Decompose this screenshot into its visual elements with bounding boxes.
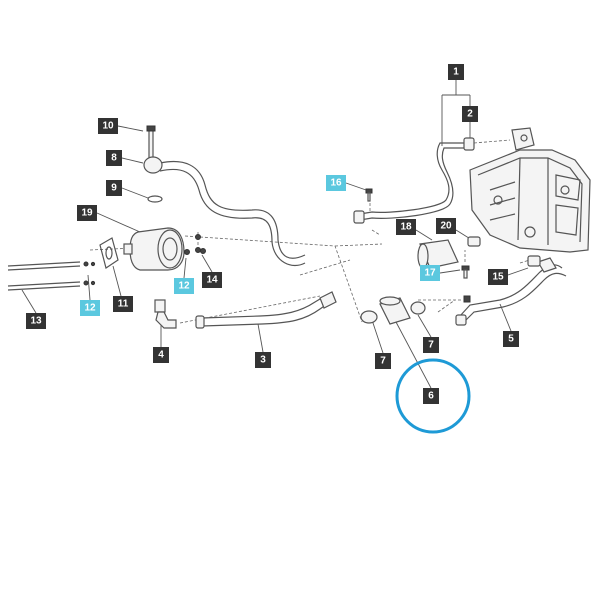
svg-text:12: 12 bbox=[178, 281, 190, 292]
callout-11[interactable]: 11 bbox=[113, 296, 133, 312]
svg-text:3: 3 bbox=[260, 355, 266, 366]
svg-text:15: 15 bbox=[492, 272, 504, 283]
pump-19 bbox=[123, 227, 201, 271]
clamp-7-right bbox=[410, 301, 426, 315]
callout-5[interactable]: 5 bbox=[503, 331, 519, 347]
filter-18 bbox=[417, 239, 459, 269]
svg-text:11: 11 bbox=[118, 299, 129, 310]
svg-text:2: 2 bbox=[467, 109, 473, 120]
svg-text:16: 16 bbox=[330, 178, 342, 189]
elbow-4 bbox=[154, 299, 177, 329]
svg-text:14: 14 bbox=[206, 275, 218, 286]
pipe-8 bbox=[143, 156, 306, 267]
svg-text:12: 12 bbox=[84, 303, 96, 314]
svg-text:17: 17 bbox=[424, 268, 436, 279]
bolt-16 bbox=[365, 188, 373, 202]
callout-1[interactable]: 1 bbox=[448, 64, 464, 80]
gear-housing bbox=[469, 127, 591, 253]
pipe-3 bbox=[195, 291, 337, 329]
callout-20[interactable]: 20 bbox=[436, 218, 456, 234]
hose-6 bbox=[379, 296, 411, 325]
svg-text:7: 7 bbox=[380, 356, 386, 367]
fitting-20 bbox=[467, 236, 481, 247]
washer-12 bbox=[184, 249, 190, 255]
leader-lines bbox=[21, 80, 537, 389]
callout-9[interactable]: 9 bbox=[106, 180, 122, 196]
callout-4[interactable]: 4 bbox=[153, 347, 169, 363]
callout-18[interactable]: 18 bbox=[396, 219, 416, 235]
svg-text:1: 1 bbox=[453, 67, 459, 78]
callout-17[interactable]: 17 bbox=[420, 265, 440, 281]
svg-text:6: 6 bbox=[428, 391, 434, 402]
pipe-5 bbox=[455, 257, 567, 326]
fitting-15 bbox=[527, 255, 541, 267]
bolt-10 bbox=[146, 125, 156, 160]
parts bbox=[7, 125, 591, 329]
gasket-11 bbox=[99, 237, 119, 269]
callout-2[interactable]: 2 bbox=[462, 106, 478, 122]
callout-13[interactable]: 13 bbox=[26, 313, 46, 329]
svg-text:13: 13 bbox=[30, 316, 42, 327]
callout-10[interactable]: 10 bbox=[98, 118, 118, 134]
callout-7-left[interactable]: 7 bbox=[375, 353, 391, 369]
oring-9 bbox=[147, 195, 163, 203]
selected-part-highlight-ring bbox=[395, 358, 471, 434]
svg-text:10: 10 bbox=[102, 121, 114, 132]
callout-3[interactable]: 3 bbox=[255, 352, 271, 368]
callout-6[interactable]: 6 bbox=[423, 388, 439, 404]
bolt-17 bbox=[461, 265, 470, 279]
callout-8[interactable]: 8 bbox=[106, 150, 122, 166]
callout-15[interactable]: 15 bbox=[488, 269, 508, 285]
svg-text:7: 7 bbox=[428, 340, 434, 351]
callouts: 1 2 3 4 5 6 7 7 8 9 10 11 12 12 13 14 15… bbox=[26, 64, 519, 404]
callout-12-right[interactable]: 12 bbox=[174, 278, 194, 294]
callout-19[interactable]: 19 bbox=[77, 205, 97, 221]
svg-text:5: 5 bbox=[508, 334, 514, 345]
callout-14[interactable]: 14 bbox=[202, 272, 222, 288]
nut-14 bbox=[200, 248, 206, 254]
clamp-7-left bbox=[360, 310, 378, 324]
callout-16[interactable]: 16 bbox=[326, 175, 346, 191]
svg-text:8: 8 bbox=[111, 153, 117, 164]
pipe-1 bbox=[353, 137, 475, 224]
svg-text:19: 19 bbox=[81, 208, 93, 219]
callout-12-left[interactable]: 12 bbox=[80, 300, 100, 316]
callout-7-right[interactable]: 7 bbox=[423, 337, 439, 353]
svg-text:9: 9 bbox=[111, 183, 117, 194]
svg-text:4: 4 bbox=[158, 350, 164, 361]
studs-13 bbox=[7, 261, 96, 291]
svg-text:18: 18 bbox=[400, 222, 412, 233]
svg-text:20: 20 bbox=[440, 221, 452, 232]
